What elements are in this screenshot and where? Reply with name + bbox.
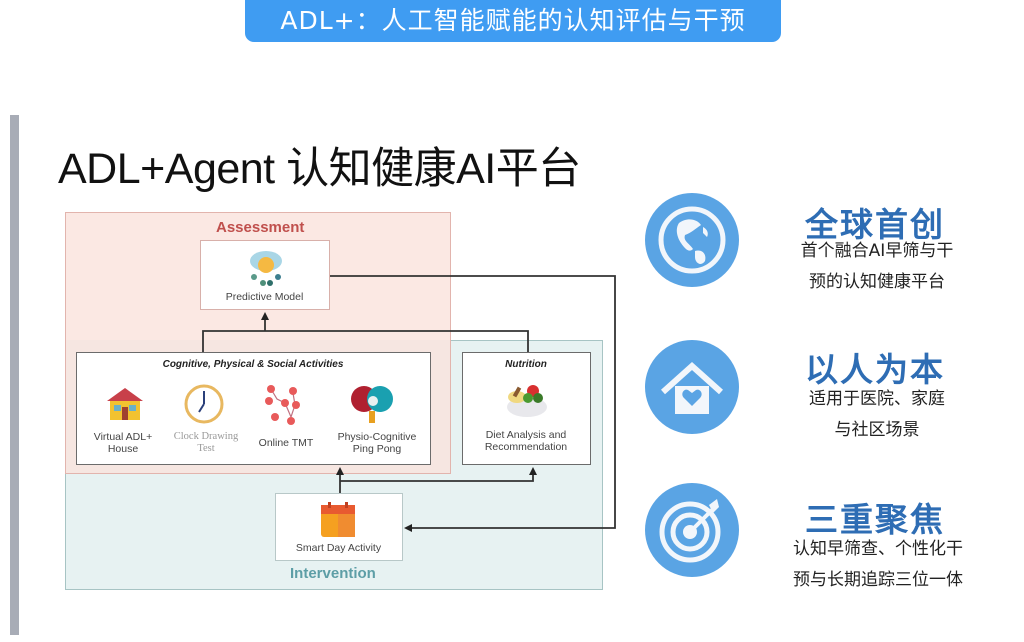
- connector-predictive-to-smartday: [330, 275, 616, 532]
- nutrition-label: Diet Analysis and Recommendation: [484, 429, 568, 453]
- clock-icon: [184, 384, 224, 424]
- ping-pong-icon: [351, 386, 393, 423]
- network-nodes-icon: [265, 385, 300, 425]
- banner-text: ADL+：人工智能赋能的认知评估与干预: [280, 6, 746, 35]
- smart-day-activity-box: Smart Day Activity: [275, 493, 403, 561]
- page-title: ADL+Agent 认知健康AI平台: [58, 145, 581, 193]
- cloud-brain-icon: [250, 251, 282, 286]
- nutrition-box: Nutrition Diet Analysis and Recommendati…: [462, 352, 591, 465]
- feature-desc-people-centered: 适用于医院、家庭 与社区场景: [809, 389, 945, 440]
- activity-label-clock-drawing: Clock Drawing Test: [173, 431, 239, 454]
- target-icon: [659, 499, 721, 563]
- food-bowl-icon: [507, 385, 547, 417]
- activity-label-ping-pong: Physio-Cognitive Ping Pong: [337, 431, 417, 455]
- feature-title-triple-focus: 三重聚焦: [805, 500, 945, 539]
- predictive-model-label: Predictive Model: [225, 291, 304, 303]
- connector-smartday-to-nutrition: [340, 467, 537, 482]
- predictive-model-box: Predictive Model: [200, 240, 330, 310]
- feature-title-people-centered: 以人为本: [805, 350, 945, 389]
- smart-day-label: Smart Day Activity: [295, 542, 382, 554]
- activity-label-virtual-adl: Virtual ADL+ House: [93, 431, 153, 455]
- assessment-label: Assessment: [216, 219, 305, 236]
- activities-header: Cognitive, Physical & Social Activities: [162, 359, 344, 370]
- feature-icon-globe: [645, 193, 739, 287]
- nutrition-header: Nutrition: [505, 359, 547, 370]
- calendar-icon: [321, 502, 355, 537]
- left-accent-bar: [10, 115, 19, 635]
- house-icon: [107, 388, 143, 420]
- connector-activities-branch: [202, 330, 529, 352]
- globe-icon: [658, 206, 726, 274]
- feature-icon-house: [645, 340, 739, 434]
- feature-title-global-first: 全球首创: [805, 205, 945, 244]
- header-banner: ADL+：人工智能赋能的认知评估与干预: [245, 0, 781, 42]
- activities-box: Cognitive, Physical & Social Activities …: [76, 352, 431, 465]
- feature-desc-global-first: 首个融合AI早筛与干 预的认知健康平台: [800, 241, 954, 292]
- activity-label-online-tmt: Online TMT: [258, 437, 314, 449]
- house-heart-icon: [660, 361, 724, 414]
- feature-icon-target: [645, 483, 739, 577]
- feature-desc-triple-focus: 认知早筛查、个性化干 预与长期追踪三位一体: [793, 539, 963, 590]
- intervention-label: Intervention: [290, 565, 376, 582]
